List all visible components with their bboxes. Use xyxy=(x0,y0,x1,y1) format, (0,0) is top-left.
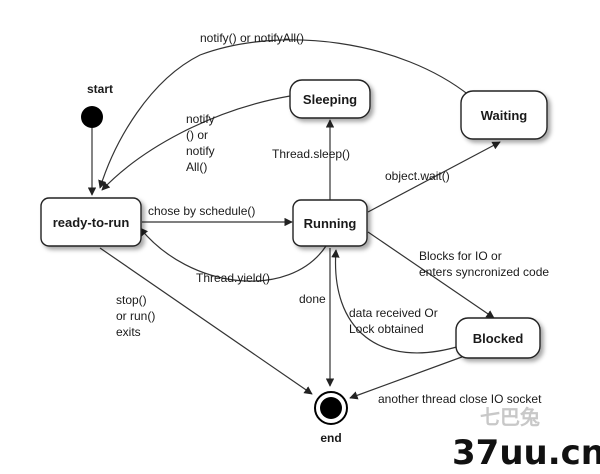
svg-text:Running: Running xyxy=(304,216,357,231)
svg-text:or run(): or run() xyxy=(116,309,155,323)
svg-text:data received Or: data received Or xyxy=(349,306,438,320)
svg-text:Waiting: Waiting xyxy=(481,108,528,123)
edge-blocked-to-end xyxy=(349,353,471,400)
label-thread-yield: Thread.yield() xyxy=(196,271,270,285)
label-notify-short: notify () or notify All() xyxy=(186,112,215,174)
label-blocks-io: Blocks for IO or enters syncronized code xyxy=(419,249,549,279)
watermark-chinese: 七巴兔 xyxy=(480,405,540,429)
edge-blocked-to-running xyxy=(331,249,461,354)
edge-sleeping-to-ready xyxy=(101,95,291,191)
edge-running-to-ready-yield xyxy=(139,227,327,282)
end-node-inner xyxy=(320,397,342,419)
svg-text:notify: notify xyxy=(186,112,215,126)
state-ready-to-run: ready-to-run xyxy=(40,197,142,247)
label-thread-sleep: Thread.sleep() xyxy=(272,147,350,161)
svg-text:notify: notify xyxy=(186,144,215,158)
edge-running-to-blocked xyxy=(367,231,495,319)
state-blocked: Blocked xyxy=(455,317,541,359)
svg-text:ready-to-run: ready-to-run xyxy=(53,215,130,230)
svg-text:Blocked: Blocked xyxy=(473,331,524,346)
state-waiting: Waiting xyxy=(460,90,548,140)
end-label: end xyxy=(320,431,341,445)
edge-ready-to-end xyxy=(99,247,313,395)
svg-text:stop(): stop() xyxy=(116,293,147,307)
svg-text:Lock obtained: Lock obtained xyxy=(349,322,424,336)
label-notify-all: notify() or notifyAll() xyxy=(200,31,304,45)
label-stop-run: stop() or run() exits xyxy=(116,293,155,339)
watermark-site: 37uu.cn xyxy=(452,433,600,473)
start-node xyxy=(81,106,103,128)
edge-running-to-waiting xyxy=(367,141,501,213)
svg-text:exits: exits xyxy=(116,325,141,339)
svg-text:All(): All() xyxy=(186,160,207,174)
label-object-wait: object.wait() xyxy=(385,169,450,183)
label-chose-schedule: chose by schedule() xyxy=(148,204,255,218)
edge-waiting-to-ready xyxy=(98,39,471,189)
label-done: done xyxy=(299,292,326,306)
svg-text:Sleeping: Sleeping xyxy=(303,92,357,107)
svg-text:enters syncronized code: enters syncronized code xyxy=(419,265,549,279)
state-running: Running xyxy=(292,199,368,247)
svg-text:() or: () or xyxy=(186,128,208,142)
state-sleeping: Sleeping xyxy=(289,79,371,119)
label-data-received: data received Or Lock obtained xyxy=(349,306,438,336)
start-label: start xyxy=(87,82,113,96)
label-another-thread: another thread close IO socket xyxy=(378,392,542,406)
svg-text:Blocks for IO or: Blocks for IO or xyxy=(419,249,502,263)
